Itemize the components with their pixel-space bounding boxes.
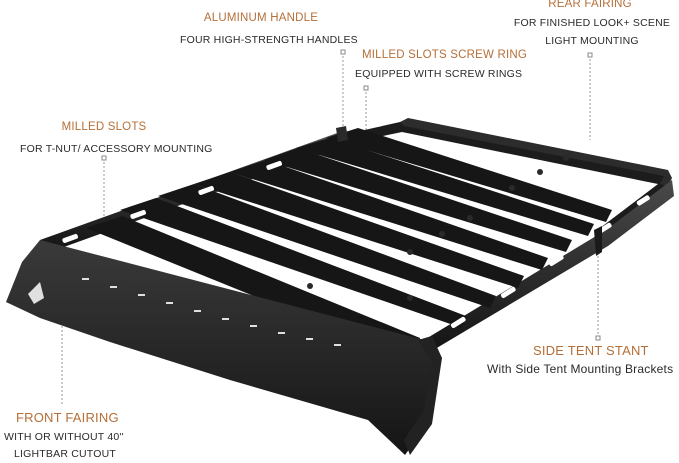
fairing-end-cutout bbox=[28, 282, 44, 304]
crossbar-7 bbox=[296, 138, 594, 236]
rear-fairing-title: REAR FAIRING bbox=[548, 0, 632, 10]
crossbar-1 bbox=[86, 216, 420, 350]
dot-milled-slots bbox=[101, 155, 107, 161]
crossbar-3 bbox=[158, 184, 496, 308]
rack-frame bbox=[6, 118, 674, 455]
dot-aluminum-handle bbox=[340, 49, 346, 55]
crossbar-8 bbox=[326, 128, 612, 222]
milled-slots-desc: FOR T-NUT/ ACCESSORY MOUNTING bbox=[20, 143, 213, 155]
screw-rings bbox=[307, 155, 569, 301]
rear-fairing bbox=[400, 118, 672, 186]
front-fairing-desc-line1: WITH OR WITHOUT 40'' bbox=[4, 431, 124, 443]
side-tent-desc: With Side Tent Mounting Brackets bbox=[487, 362, 674, 376]
aluminum-handle-title: ALUMINUM HANDLE bbox=[203, 12, 319, 24]
crossbar-5 bbox=[230, 160, 548, 270]
crossbar-4 bbox=[194, 172, 524, 288]
fairing-perforations bbox=[82, 278, 341, 346]
milled-slots-title: MILLED SLOTS bbox=[61, 121, 147, 133]
front-fairing-desc-line2: LIGHTBAR CUTOUT bbox=[14, 448, 116, 460]
milled-slots-left bbox=[62, 160, 282, 243]
screw-ring-title: MILLED SLOTS SCREW RING bbox=[362, 49, 527, 61]
right-side-rail bbox=[424, 180, 674, 352]
side-tent-stand-bracket bbox=[594, 226, 602, 256]
dot-rear-fairing bbox=[587, 52, 593, 58]
screw-ring-desc: EQUIPPED WITH SCREW RINGS bbox=[355, 68, 523, 80]
front-fairing-title: FRONT FAIRING bbox=[16, 410, 119, 425]
dot-side-tent bbox=[595, 335, 601, 341]
front-fairing bbox=[6, 240, 440, 455]
aluminum-handle-desc: FOUR HIGH-STRENGTH HANDLES bbox=[180, 34, 358, 46]
crossbar-2 bbox=[120, 198, 466, 328]
rear-fairing-desc-line1: FOR FINISHED LOOK+ SCENE bbox=[513, 17, 671, 29]
crossbar-6 bbox=[264, 148, 572, 252]
dot-screw-ring bbox=[363, 85, 369, 91]
side-tent-title: SIDE TENT STANT bbox=[533, 343, 649, 358]
fairing-right-cap bbox=[404, 336, 442, 455]
aluminum-handle bbox=[336, 126, 348, 142]
crossbars bbox=[86, 128, 612, 350]
rear-fairing-desc-line2: LIGHT MOUNTING bbox=[545, 35, 639, 47]
